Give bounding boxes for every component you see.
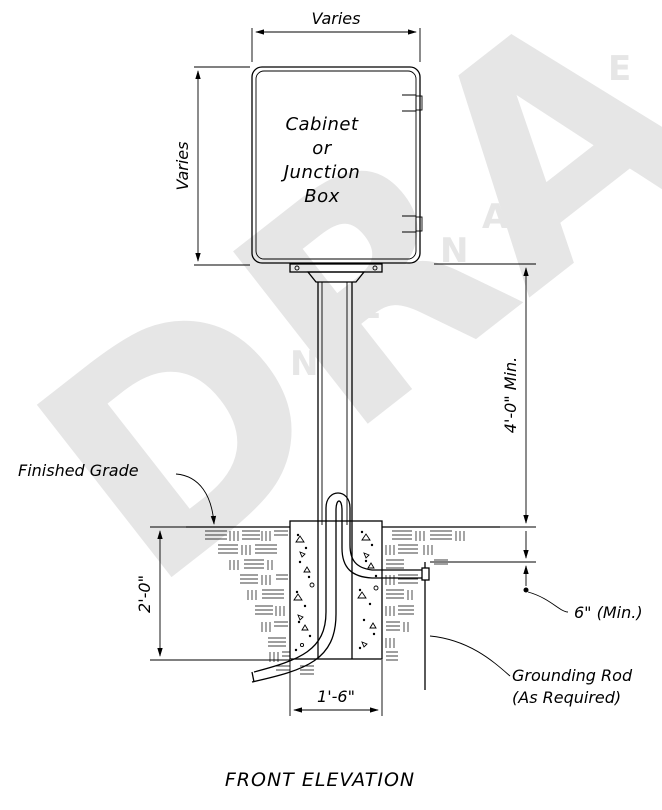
top-width-label: Varies xyxy=(312,9,361,28)
watermark-letter: I xyxy=(262,374,275,414)
box-text-line: Junction xyxy=(281,162,361,183)
post-height-label: 4'-0" Min. xyxy=(501,357,520,433)
watermark-letter: E xyxy=(608,49,631,89)
grounding-rod xyxy=(421,562,511,690)
watermark-letter: A xyxy=(482,197,509,237)
box-text-line: Box xyxy=(304,186,340,207)
drawing-title: FRONT ELEVATION xyxy=(225,769,415,791)
hinge-top xyxy=(402,94,423,112)
min-depth-dimension: 6" (Min.) xyxy=(430,531,643,622)
cabinet-box: Cabinet or Junction Box xyxy=(251,66,423,264)
conduit xyxy=(251,492,422,683)
post xyxy=(289,263,383,525)
watermark-letter: T xyxy=(324,314,348,354)
finished-grade-label: Finished Grade xyxy=(18,461,139,480)
depth-dimension: 2'-0" xyxy=(135,526,290,661)
top-width-dimension: Varies xyxy=(251,9,421,62)
depth-label: 2'-0" xyxy=(135,575,154,613)
watermark-letter: N xyxy=(290,344,318,384)
watermark-letter: R xyxy=(568,79,594,119)
grounding-rod-note: (As Required) xyxy=(512,688,621,707)
footing-width-label: 1'-6" xyxy=(317,687,355,706)
box-text-line: Cabinet xyxy=(285,114,359,135)
watermark-letter: L xyxy=(528,164,550,204)
finished-grade-callout: Finished Grade xyxy=(18,461,217,525)
watermark: DRA I N T E R N A L R E xyxy=(0,0,662,650)
box-height-dimension: Varies xyxy=(173,66,250,266)
watermark-letter: R xyxy=(400,259,426,299)
watermark-letter: N xyxy=(440,231,468,271)
grade-and-soil xyxy=(186,526,500,675)
grounding-rod-label: Grounding Rod xyxy=(512,666,633,685)
box-height-label: Varies xyxy=(173,142,192,191)
box-text-line: or xyxy=(312,138,333,159)
hinge-bottom xyxy=(402,215,423,233)
watermark-letters: I N T E R N A L R E xyxy=(262,49,631,414)
footing-width-dimension: 1'-6" xyxy=(289,660,383,716)
min-depth-label: 6" (Min.) xyxy=(574,603,643,622)
watermark-letter: E xyxy=(358,287,381,327)
